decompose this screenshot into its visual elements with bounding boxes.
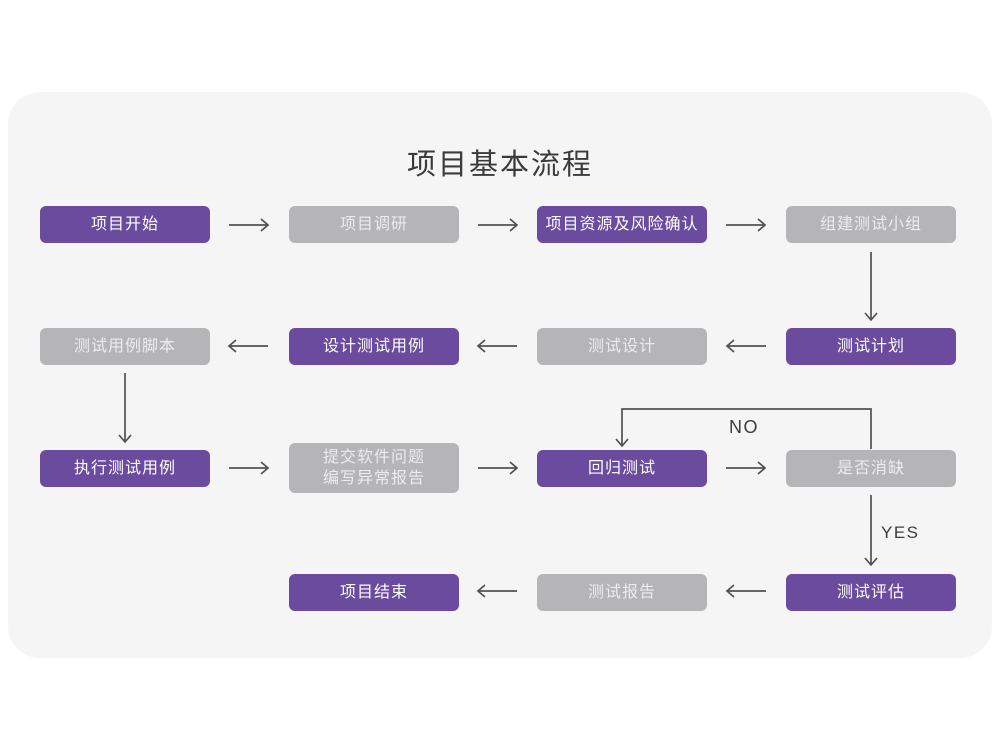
node-execute-test-cases: 执行测试用例 [40,450,210,487]
node-label: 项目结束 [339,584,408,601]
node-label: 回归测试 [587,460,656,477]
node-project-resources-risk: 项目资源及风险确认 [537,206,707,243]
node-label: 测试设计 [587,338,656,355]
node-test-plan: 测试计划 [786,328,956,365]
node-defect-resolved: 是否消缺 [786,450,956,487]
node-label: 项目开始 [90,216,159,233]
node-label: 测试报告 [587,584,656,601]
node-submit-software-issues: 提交软件问题 编写异常报告 [289,443,459,493]
node-design-test-cases: 设计测试用例 [289,328,459,365]
node-label-line2: 编写异常报告 [322,470,425,487]
node-label: 项目资源及风险确认 [545,216,699,233]
node-label: 是否消缺 [836,460,905,477]
node-label: 测试评估 [836,584,905,601]
page-title: 项目基本流程 [406,149,593,181]
node-label: 测试用例脚本 [73,338,176,355]
node-label: 测试计划 [836,338,905,355]
node-test-evaluation: 测试评估 [786,574,956,611]
node-label-line1: 提交软件问题 [322,449,425,466]
node-test-case-scripts: 测试用例脚本 [40,328,210,365]
node-test-report: 测试报告 [537,574,707,611]
node-label: 设计测试用例 [322,338,425,355]
node-label: 执行测试用例 [73,460,176,477]
node-build-test-team: 组建测试小组 [786,206,956,243]
flowchart-card [8,92,992,658]
node-regression-test: 回归测试 [537,450,707,487]
node-project-end: 项目结束 [289,574,459,611]
node-label: 项目调研 [339,216,408,233]
node-project-start: 项目开始 [40,206,210,243]
node-label: 组建测试小组 [819,216,922,233]
node-project-research: 项目调研 [289,206,459,243]
node-test-design: 测试设计 [537,328,707,365]
